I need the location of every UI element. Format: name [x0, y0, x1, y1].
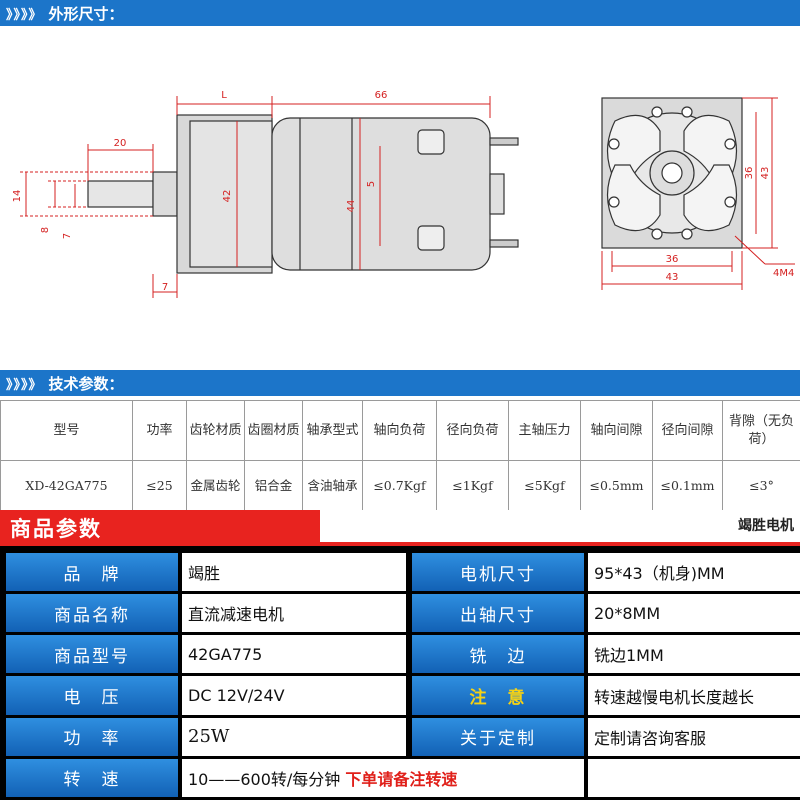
brand-tag: 竭胜电机: [738, 518, 794, 534]
param-label: 出轴尺寸: [406, 594, 584, 633]
param-label: 铣 边: [406, 635, 584, 674]
output-shaft: [87, 180, 154, 208]
dim-7a: 7: [62, 233, 73, 239]
param-label: 转 速: [0, 758, 178, 797]
spec-header: 轴向负荷: [362, 400, 437, 461]
dim-43-h: 43: [666, 272, 679, 283]
param-label: 电 压: [0, 676, 178, 715]
spec-value: ≤25: [132, 460, 187, 511]
spec-value: ≤3°: [722, 460, 800, 511]
spec-table: 型号 功率 齿轮材质 齿圈材质 轴承型式 轴向负荷 径向负荷 主轴压力 轴向间隙…: [0, 400, 800, 511]
spec-header: 径向间隙: [652, 400, 723, 461]
dim-20: 20: [114, 138, 127, 149]
speed-range: 10——600转/每分钟: [188, 769, 341, 789]
dim-14: 14: [12, 190, 23, 203]
dimensions-title: 外形尺寸：: [48, 4, 124, 23]
header-stripe: [0, 542, 800, 546]
dim-43-v: 43: [760, 167, 771, 180]
dim-66: 66: [375, 90, 388, 101]
param-value: 铣边1MM: [584, 635, 800, 674]
table-row: 商品型号 42GA775 铣 边 铣边1MM: [0, 635, 800, 674]
tech-section-header: 》》》》 技术参数：: [0, 370, 800, 396]
param-label: 电机尺寸: [406, 553, 584, 592]
product-params: 商品参数 竭胜电机 品 牌 竭胜 电机尺寸 95*43（机身)MM 商品名称 直…: [0, 510, 800, 800]
spec-header: 轴承型式: [302, 400, 363, 461]
param-label: 商品名称: [0, 594, 178, 633]
spec-header: 齿圈材质: [244, 400, 303, 461]
product-params-table: 品 牌 竭胜 电机尺寸 95*43（机身)MM 商品名称 直流减速电机 出轴尺寸…: [0, 550, 800, 800]
spec-value: 含油轴承: [302, 460, 363, 511]
param-value: 25W: [178, 717, 406, 756]
spec-value: 金属齿轮: [186, 460, 245, 511]
speed-note: 下单请备注转速: [345, 769, 458, 789]
table-row: 功 率 25W 关于定制 定制请咨询客服: [0, 717, 800, 756]
param-value: 直流减速电机: [178, 594, 406, 633]
spec-value: ≤0.5mm: [580, 460, 653, 511]
param-value: 95*43（机身)MM: [584, 553, 800, 592]
param-value: DC 12V/24V: [178, 676, 406, 715]
spec-header: 轴向间隙: [580, 400, 653, 461]
spec-header: 径向负荷: [436, 400, 509, 461]
param-value: 转速越慢电机长度越长: [584, 676, 800, 715]
dim-36-h: 36: [666, 254, 679, 265]
chevron-icon: 》》》》: [6, 7, 43, 23]
dimensions-section-header: 》》》》 外形尺寸：: [0, 0, 800, 26]
dim-8: 8: [40, 227, 51, 233]
chevron-icon: 》》》》: [6, 377, 43, 393]
param-value: 20*8MM: [584, 594, 800, 633]
param-label: 品 牌: [0, 553, 178, 592]
param-label: 关于定制: [406, 717, 584, 756]
dim-36-v: 36: [744, 167, 755, 180]
product-params-title: 商品参数: [0, 510, 320, 546]
dim-4m4: 4M4: [773, 268, 794, 279]
dim-42: 42: [222, 190, 233, 203]
dim-5: 5: [366, 181, 377, 187]
product-params-header: 商品参数 竭胜电机: [0, 510, 800, 546]
dim-7b: 7: [162, 282, 168, 293]
table-row: 电 压 DC 12V/24V 注 意 转速越慢电机长度越长: [0, 676, 800, 715]
spec-value: ≤0.7Kgf: [362, 460, 437, 511]
spec-header: 功率: [132, 400, 187, 461]
spec-value: ≤5Kgf: [508, 460, 581, 511]
spec-header: 型号: [0, 400, 133, 461]
param-value: 42GA775: [178, 635, 406, 674]
spec-header: 齿轮材质: [186, 400, 245, 461]
param-value: 定制请咨询客服: [584, 717, 800, 756]
table-row: 商品名称 直流减速电机 出轴尺寸 20*8MM: [0, 594, 800, 633]
spec-value: 铝合金: [244, 460, 303, 511]
spec-header: 背隙（无负荷）: [722, 400, 800, 461]
param-value: 竭胜: [178, 553, 406, 592]
dim-44: 44: [346, 200, 357, 213]
param-value: [584, 758, 800, 797]
tech-title: 技术参数：: [48, 374, 124, 393]
table-row: 品 牌 竭胜 电机尺寸 95*43（机身)MM: [0, 553, 800, 592]
spec-header: 主轴压力: [508, 400, 581, 461]
param-label-warning: 注 意: [406, 676, 584, 715]
param-label: 商品型号: [0, 635, 178, 674]
spec-value: ≤0.1mm: [652, 460, 723, 511]
dimension-drawing: L 66 20 14 8 7 42 44 5 7: [12, 90, 795, 298]
spec-value: ≤1Kgf: [436, 460, 509, 511]
param-label: 功 率: [0, 717, 178, 756]
param-value-speed: 10——600转/每分钟 下单请备注转速: [178, 758, 584, 797]
spec-value: XD-42GA775: [0, 460, 133, 511]
motor-body: [271, 117, 491, 271]
dim-L: L: [221, 90, 227, 101]
table-row: 转 速 10——600转/每分钟 下单请备注转速: [0, 758, 800, 797]
